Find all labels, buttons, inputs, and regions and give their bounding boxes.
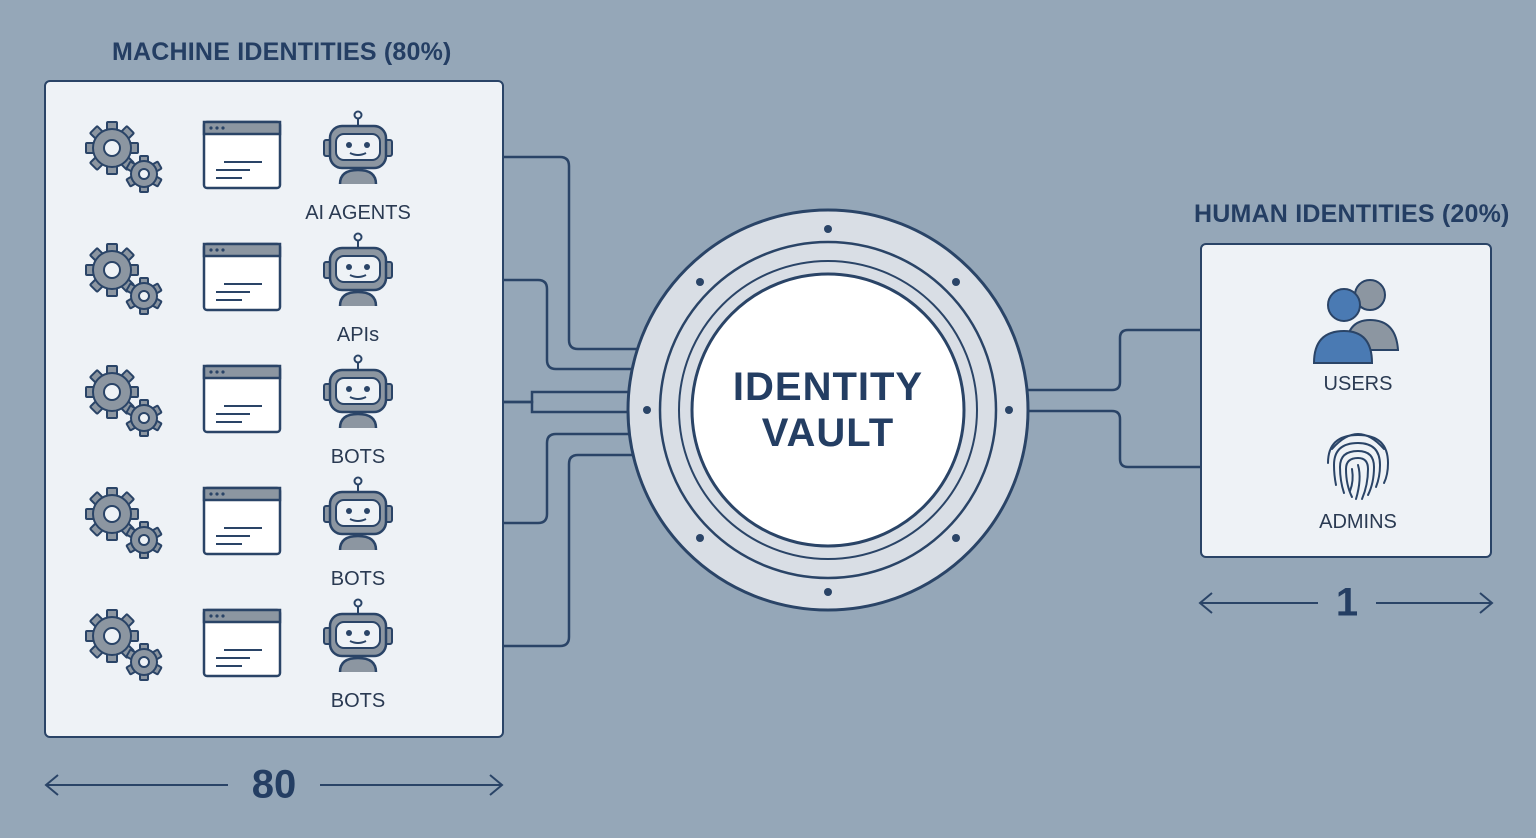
users-icon	[1312, 279, 1400, 364]
machine-row-label: BOTS	[330, 446, 386, 468]
code-window-icon	[202, 120, 282, 190]
machine-row-label: AI AGENTS	[305, 202, 411, 224]
robot-icon	[323, 110, 393, 185]
human-identities-panel: USERS ADMINS	[1200, 243, 1492, 558]
human-identities-title: HUMAN IDENTITIES (20%)	[1194, 200, 1510, 228]
machine-row-label: BOTS	[330, 690, 386, 712]
gears-icon	[85, 121, 163, 193]
identity-vault	[626, 208, 1030, 612]
machine-identities-title: MACHINE IDENTITIES (80%)	[112, 38, 452, 66]
machine-count: 80	[251, 762, 297, 807]
admins-label: ADMINS	[1319, 511, 1397, 533]
code-window-icon	[202, 608, 282, 678]
gears-icon	[85, 365, 163, 437]
robot-icon	[323, 354, 393, 429]
machine-count-arrows	[44, 774, 504, 796]
machine-row: BOTS	[46, 598, 502, 712]
robot-icon	[323, 476, 393, 551]
human-count: 1	[1335, 580, 1359, 625]
machine-row: BOTS	[46, 476, 502, 590]
human-connectors	[1026, 328, 1280, 469]
code-window-icon	[202, 242, 282, 312]
robot-icon	[323, 598, 393, 673]
code-window-icon	[202, 364, 282, 434]
users-label: USERS	[1323, 373, 1393, 395]
vault-label-line2: VAULT	[761, 411, 895, 455]
vault-label-line1: IDENTITY	[732, 365, 924, 409]
machine-row-label: BOTS	[330, 568, 386, 590]
vault-bolts	[643, 225, 1013, 596]
gears-icon	[85, 609, 163, 681]
robot-icon	[323, 232, 393, 307]
gears-icon	[85, 243, 163, 315]
machine-row-label: APIs	[336, 324, 380, 346]
machine-row: BOTS	[46, 354, 502, 468]
gears-icon	[85, 487, 163, 559]
machine-row: APIs	[46, 232, 502, 346]
vault-label: IDENTITY VAULT	[733, 364, 923, 456]
machine-row: AI AGENTS	[46, 110, 502, 224]
code-window-icon	[202, 486, 282, 556]
fingerprint-icon	[1327, 433, 1390, 500]
human-count-arrows	[1198, 592, 1494, 614]
